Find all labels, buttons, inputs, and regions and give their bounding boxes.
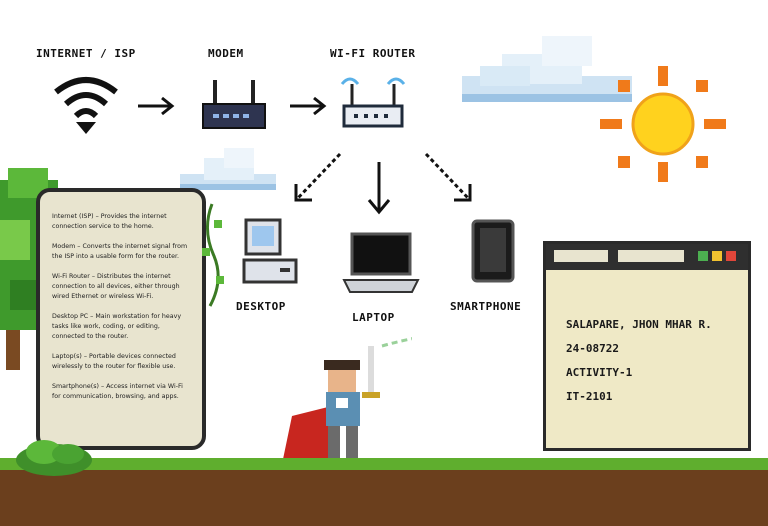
arrow-down-icon [367, 162, 391, 215]
vine-decoration [202, 203, 224, 307]
arrow-right-icon [138, 96, 175, 116]
router-icon [340, 77, 406, 128]
desktop-icon [242, 218, 298, 284]
section-label: IT-2101 [566, 390, 613, 403]
router-label: WI-FI ROUTER [330, 47, 416, 60]
arrow-down-left-icon [294, 152, 342, 202]
pixel-hero-character [282, 337, 412, 466]
card-title-bar [546, 244, 748, 270]
laptop-icon [342, 232, 420, 293]
description-laptop: Laptop(s) – Portable devices connected w… [52, 353, 176, 370]
activity-label: ACTIVITY-1 [566, 366, 633, 379]
arrow-right-icon [290, 96, 327, 116]
internet-label: INTERNET / ISP [36, 47, 136, 60]
description-modem: Modem – Converts the internet signal fro… [52, 243, 188, 260]
desktop-label: DESKTOP [236, 300, 286, 313]
modem-label: MODEM [208, 47, 244, 60]
wifi-icon [54, 77, 118, 134]
student-info-card: SALAPARE, JHON MHAR R. 24-08722 ACTIVITY… [543, 241, 751, 451]
student-name: SALAPARE, JHON MHAR R. [566, 318, 712, 331]
description-internet: Internet (ISP) – Provides the internet c… [52, 213, 167, 230]
modem-icon [202, 80, 266, 129]
sun-icon [600, 66, 726, 182]
description-router: Wi-Fi Router – Distributes the internet … [52, 273, 180, 300]
smartphone-label: SMARTPHONE [450, 300, 522, 313]
cloud-small-left [180, 148, 276, 190]
soil-strip [0, 470, 768, 526]
smartphone-icon [471, 219, 515, 283]
description-panel: Internet (ISP) – Provides the internet c… [36, 188, 206, 450]
bush-decoration [16, 440, 92, 476]
description-smartphone: Smartphone(s) – Access internet via Wi-F… [52, 383, 183, 400]
laptop-label: LAPTOP [352, 311, 395, 324]
arrow-down-right-icon [424, 152, 472, 202]
student-id: 24-08722 [566, 342, 619, 355]
cloud-top-right [462, 36, 632, 102]
description-desktop: Desktop PC – Main workstation for heavy … [52, 313, 182, 340]
